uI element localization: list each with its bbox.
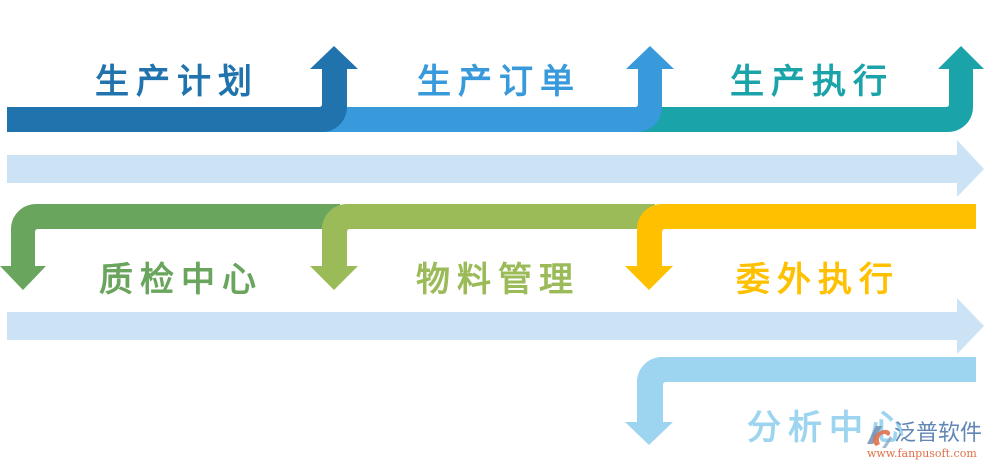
arrow-outsourcing-execution (625, 204, 976, 290)
arrow-production-execution (636, 46, 984, 132)
arrow-production-plan (7, 46, 358, 132)
step-label-material-management: 物料管理 (416, 260, 580, 300)
fanpu-logo: 泛普软件 www.fanpusoft.com (864, 420, 994, 464)
arrow-production-order (320, 46, 674, 132)
fanpu-swirl-logo-icon (867, 426, 892, 448)
logo-url: www.fanpusoft.com (867, 447, 977, 460)
arrow-analysis-center (625, 357, 976, 445)
step-label-quality-center: 质检中心 (99, 260, 263, 300)
step-label-production-plan: 生产计划 (95, 62, 259, 102)
logo-name: 泛普软件 (894, 421, 983, 446)
arrow-quality-center (0, 204, 340, 290)
connector-arrow-2 (7, 298, 984, 354)
arrow-material-management (310, 204, 655, 290)
connector-arrow-1 (7, 140, 984, 197)
step-label-production-order: 生产订单 (417, 62, 581, 102)
step-label-outsourcing-execution: 委外执行 (736, 260, 900, 300)
step-label-production-execution: 生产执行 (730, 62, 894, 102)
